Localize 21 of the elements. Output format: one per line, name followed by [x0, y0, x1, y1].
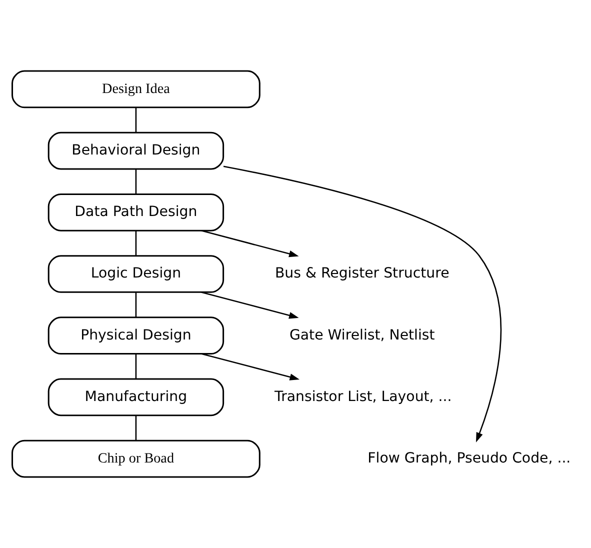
connector	[135, 169, 137, 194]
arrow	[201, 292, 299, 319]
arrow	[223, 166, 502, 442]
node-box: Design Idea	[12, 70, 260, 108]
connector	[135, 230, 137, 256]
arrow	[201, 230, 299, 258]
node-box: Logic Design	[48, 255, 224, 293]
connector	[135, 107, 137, 132]
node-box: Behavioral Design	[48, 132, 224, 170]
node-box: Data Path Design	[48, 193, 224, 232]
node-box: Chip or Boad	[12, 440, 260, 478]
node-box: Manufacturing	[48, 378, 224, 416]
node-text: Transistor List, Layout, ...	[274, 388, 452, 405]
connector	[135, 415, 137, 440]
arrow	[202, 353, 300, 380]
connector	[135, 354, 137, 379]
node-text: Gate Wirelist, Netlist	[289, 327, 435, 344]
node-box: Physical Design	[48, 316, 224, 355]
connector	[135, 292, 137, 318]
node-text: Flow Graph, Pseudo Code, ...	[368, 450, 571, 467]
node-text: Bus & Register Structure	[274, 266, 450, 282]
